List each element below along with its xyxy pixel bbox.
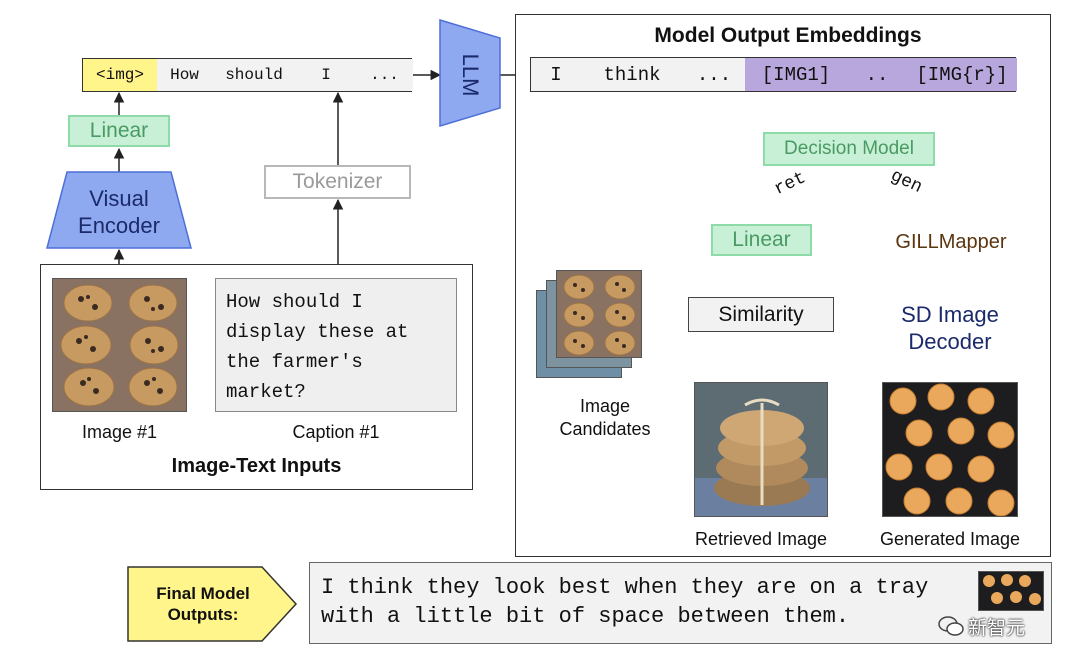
generated-cookies-illustration	[883, 383, 1017, 516]
final-output-line2: with a little bit of space between them.	[321, 604, 850, 629]
visual-encoder-label: Visual Encoder	[47, 180, 191, 244]
watermark-text: 新智元	[968, 617, 1026, 639]
visual-encoder-line1: Visual	[89, 186, 149, 211]
output-token-img-ellipsis: ..	[847, 58, 908, 91]
retrieved-cookies-illustration	[695, 383, 827, 516]
input-token-img: <img>	[83, 59, 158, 91]
final-output-text-box: I think they look best when they are on …	[309, 562, 1052, 644]
final-output-thumbnail	[978, 571, 1044, 611]
final-outputs-line1: Final Model	[156, 584, 250, 603]
sd-decoder-label: SD Image Decoder	[868, 297, 1032, 359]
generated-image-label: Generated Image	[879, 529, 1021, 549]
input-token-row: <img> How should I ...	[82, 58, 413, 92]
right-linear-box: Linear	[711, 224, 812, 256]
output-token-row: I think ... [IMG1] .. [IMG{r}]	[530, 57, 1017, 92]
retrieved-image-label: Retrieved Image	[694, 529, 828, 549]
image-candidates-label: Image Candidates	[540, 395, 670, 441]
input-image-1	[52, 278, 187, 412]
llm-label: LLM	[458, 53, 483, 97]
watermark: 新智元	[938, 612, 1048, 640]
llm-shape	[439, 18, 501, 128]
gillmapper-label: GILLMapper	[895, 230, 1007, 253]
visual-encoder-shape	[46, 171, 192, 249]
output-token: think	[581, 58, 684, 91]
retrieved-image	[694, 382, 828, 517]
sd-decoder-line1: SD Image	[901, 302, 999, 327]
thumbnail-cookies-illustration	[979, 572, 1043, 610]
final-outputs-label: Final Model Outputs:	[128, 570, 278, 638]
output-token-img1: [IMG1]	[745, 58, 848, 91]
image-1-label: Image #1	[81, 422, 158, 442]
similarity-box: Similarity	[688, 297, 834, 332]
final-output-line1: I think they look best when they are on …	[321, 575, 929, 600]
input-token: ...	[356, 59, 413, 91]
input-token: should	[212, 59, 297, 91]
inputs-title: Image-Text Inputs	[171, 455, 342, 477]
visual-encoder-line2: Encoder	[78, 213, 160, 238]
caption-1-label: Caption #1	[292, 422, 380, 442]
wechat-icon	[938, 616, 964, 636]
tokenizer-box: Tokenizer	[264, 165, 411, 199]
final-outputs-line2: Outputs:	[167, 605, 239, 624]
output-token: I	[531, 58, 582, 91]
output-token: ...	[683, 58, 746, 91]
sd-decoder-line2: Decoder	[908, 329, 992, 354]
candidates-line1: Image	[579, 396, 631, 416]
final-outputs-arrow-shape	[127, 566, 298, 642]
input-token: I	[296, 59, 357, 91]
decision-model-box: Decision Model	[763, 132, 935, 166]
candidate-cookies-illustration	[557, 271, 641, 357]
generated-image	[882, 382, 1018, 517]
input-token: How	[157, 59, 213, 91]
output-panel-title: Model Output Embeddings	[654, 24, 922, 47]
candidate-image-front	[556, 270, 642, 358]
candidates-line2: Candidates	[559, 419, 651, 439]
output-token-imgr: [IMG{r}]	[907, 58, 1017, 91]
input-cookies-illustration	[53, 279, 186, 411]
caption-text-box: How should I display these at the farmer…	[215, 278, 457, 412]
left-linear-box: Linear	[68, 115, 170, 147]
